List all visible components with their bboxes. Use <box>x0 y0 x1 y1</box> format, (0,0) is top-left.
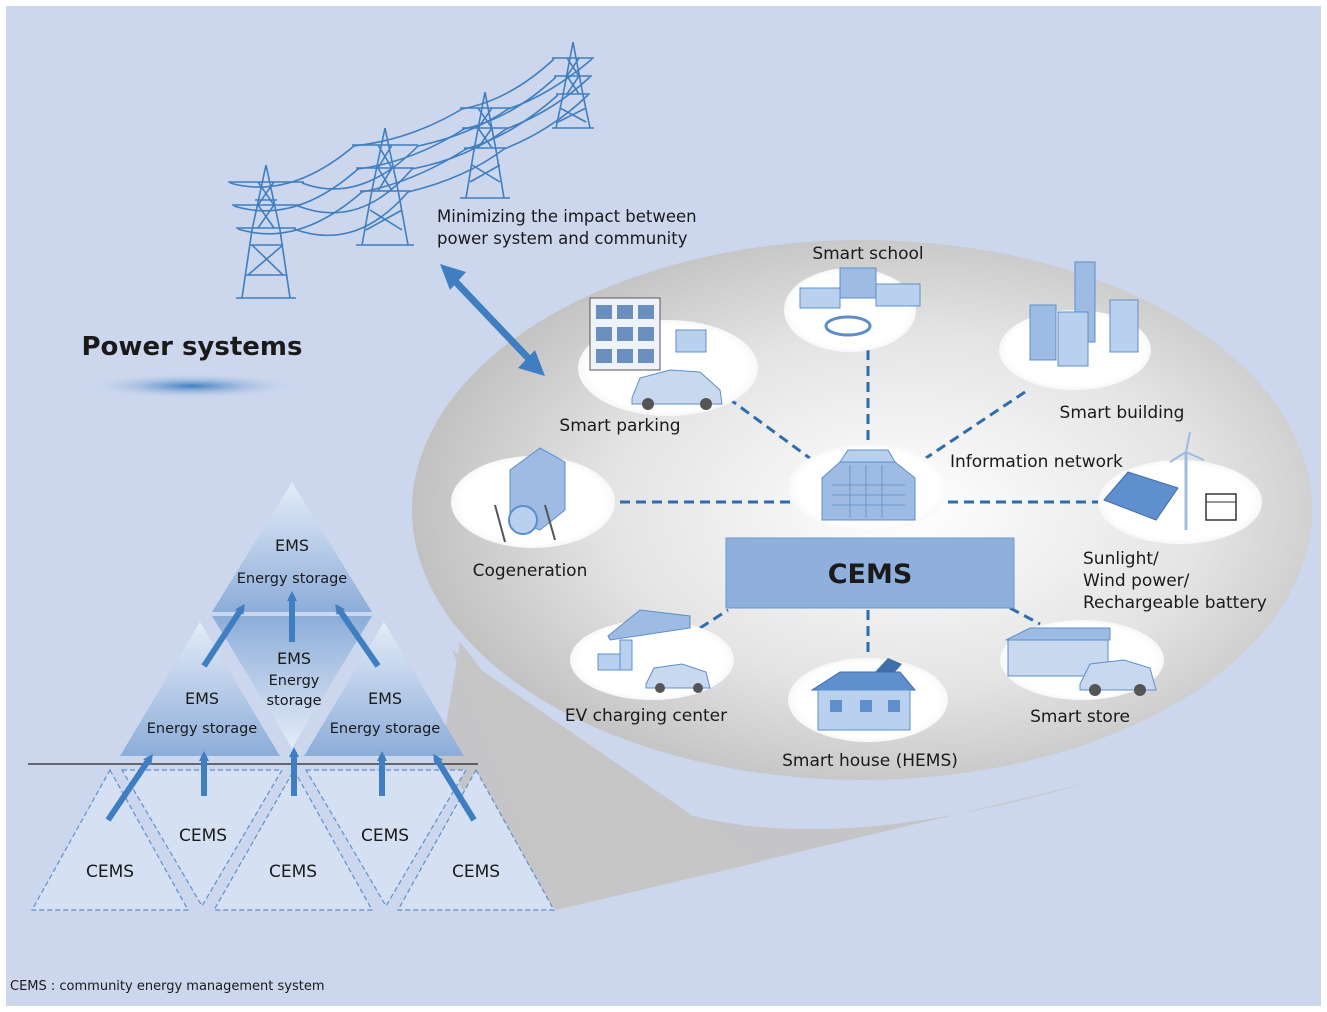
cems-triangles <box>30 768 556 911</box>
ems-middle-label: EMS <box>277 649 311 668</box>
information-network-label: Information network <box>950 452 1123 472</box>
renewable-label-line-3: Rechargeable battery <box>1083 593 1267 613</box>
ems-hierarchy: EMS Energy storage EMS Energy storage EM… <box>28 482 556 911</box>
spotlight-wedge-lower <box>452 650 760 910</box>
ems-middle-storage-2: storage <box>266 693 321 709</box>
power-systems-shadow <box>84 373 300 399</box>
impact-note-line-1: Minimizing the impact between <box>437 207 697 226</box>
turbine-icon <box>494 447 566 543</box>
cems-center-label: CEMS <box>828 559 913 590</box>
school-icon <box>799 267 921 337</box>
smart-house-label: Smart house (HEMS) <box>782 751 958 771</box>
ev-charger-icon <box>597 609 711 693</box>
house-icon <box>810 658 917 731</box>
parking-garage-icon <box>589 297 723 410</box>
information-network-lines <box>620 350 1098 660</box>
smart-school-label: Smart school <box>812 244 923 264</box>
cems-label-3: CEMS <box>269 862 317 882</box>
hierarchy-arrows <box>105 591 477 822</box>
smart-store-label: Smart store <box>1030 707 1130 727</box>
cems-center-box <box>725 537 1015 609</box>
ems-top-storage: Energy storage <box>237 571 348 587</box>
transmission-tower-icon <box>228 41 594 299</box>
ems-top-label: EMS <box>275 536 309 555</box>
cems-label-1: CEMS <box>86 862 134 882</box>
ev-charging-center-label: EV charging center <box>565 706 727 726</box>
ems-right-label: EMS <box>368 689 402 708</box>
ems-right-storage: Energy storage <box>330 721 441 737</box>
ems-middle-storage-1: Energy <box>269 673 320 689</box>
ems-left-storage: Energy storage <box>147 721 258 737</box>
cems-label-4: CEMS <box>361 826 409 846</box>
power-systems-title: Power systems <box>82 332 303 362</box>
impact-note-line-2: power system and community <box>437 229 688 248</box>
cogeneration-label: Cogeneration <box>473 561 588 581</box>
ems-triangle-middle <box>212 616 372 748</box>
store-icon <box>1005 627 1157 696</box>
footnote: CEMS : community energy management syste… <box>10 979 325 994</box>
ems-left-label: EMS <box>185 689 219 708</box>
double-arrow <box>449 275 533 363</box>
skyscraper-icon <box>1029 261 1139 367</box>
solar-panel-icon <box>1103 431 1237 530</box>
ems-triangle-top <box>212 482 372 612</box>
renewable-label-line-2: Wind power/ <box>1083 571 1190 591</box>
arrow-head-up-icon <box>440 264 466 290</box>
ems-triangle-right <box>304 622 464 756</box>
office-building-icon <box>821 449 916 521</box>
renewable-label-line-1: Sunlight/ <box>1083 549 1159 569</box>
smart-parking-label: Smart parking <box>559 416 680 436</box>
cems-label-5: CEMS <box>452 862 500 882</box>
cems-label-2: CEMS <box>179 826 227 846</box>
ems-triangle-left <box>120 622 280 756</box>
arrow-head-down-icon <box>518 350 545 376</box>
smart-building-label: Smart building <box>1060 403 1185 423</box>
